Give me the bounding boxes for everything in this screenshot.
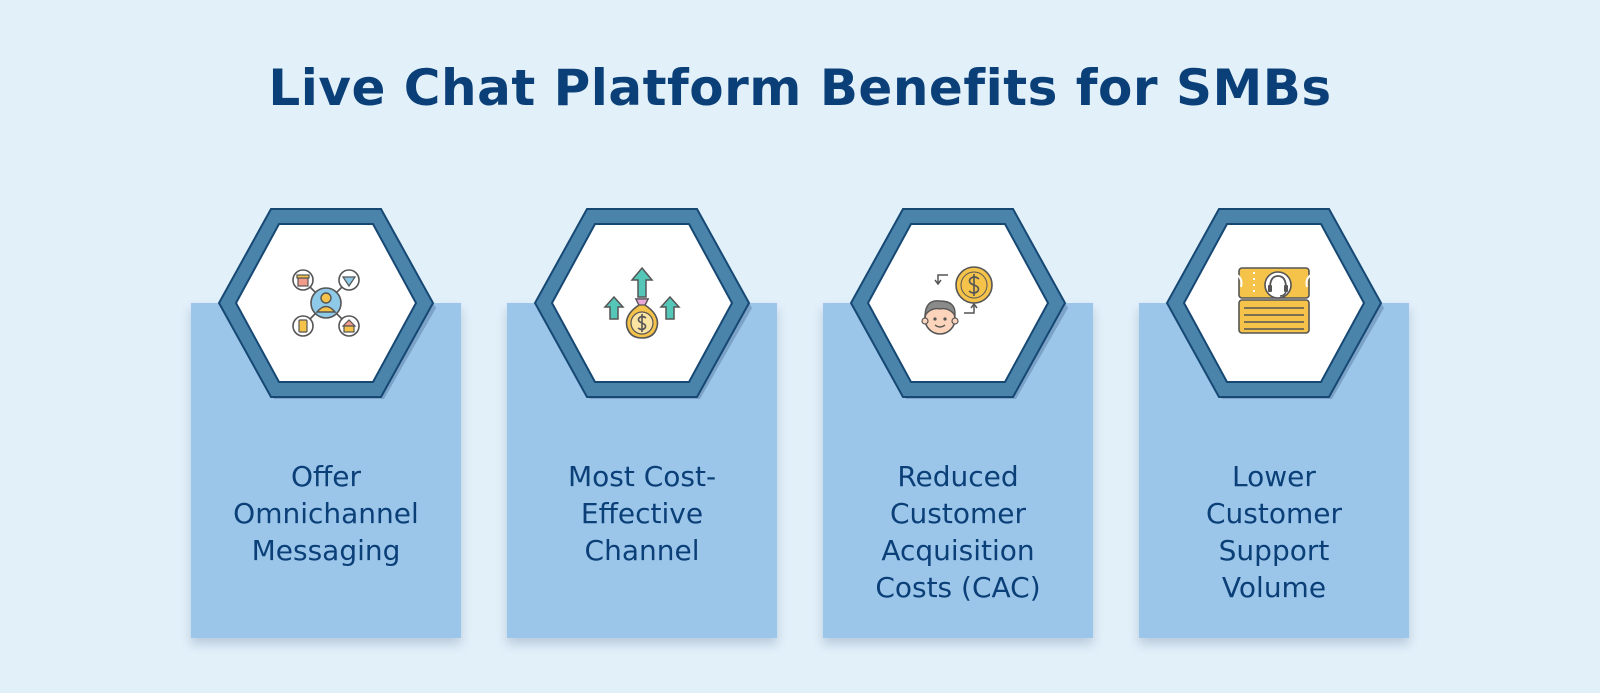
benefit-label: Reduced Customer Acquisition Costs (CAC) [875, 460, 1041, 604]
benefit-label: Offer Omnichannel Messaging [233, 460, 419, 567]
benefit-label: Lower Customer Support Volume [1205, 460, 1342, 604]
support-ticket-headset-icon [1236, 267, 1312, 334]
omnichannel-network-icon [292, 269, 360, 337]
benefit-label: Most Cost- Effective Channel [567, 460, 717, 567]
benefit-hexagon-omnichannel [215, 206, 437, 400]
page-title: Live Chat Platform Benefits for SMBs [268, 59, 1332, 117]
benefit-hexagon-cost-effective [531, 206, 753, 400]
benefit-hexagon-reduced-cac [847, 206, 1069, 400]
customer-coin-exchange-icon [921, 266, 993, 335]
money-bag-arrows-icon [603, 266, 681, 339]
benefit-hexagon-support-volume [1163, 206, 1385, 400]
